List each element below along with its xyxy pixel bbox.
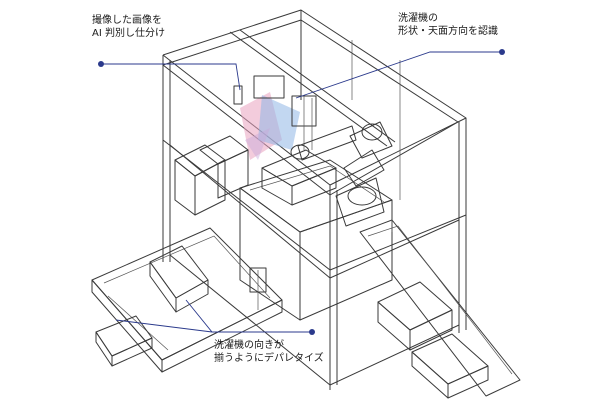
- right-conveyor: [359, 219, 521, 397]
- central-pedestal: [239, 159, 393, 321]
- callout-palletize-line1: 洗濯機の向きが: [214, 340, 284, 351]
- leader-lines: [98, 49, 505, 335]
- callout-camera-ai-sorting: 撮像した画像を AI 判別し仕分け: [92, 14, 165, 40]
- callout-camera-line1: 撮像した画像を: [92, 15, 162, 26]
- robot-arm: [290, 121, 393, 227]
- callout-shape-recognition: 洗濯機の 形状・天面方向を認識: [398, 12, 498, 38]
- camera-station: [233, 75, 317, 160]
- washing-machine-right-1: [377, 281, 453, 351]
- callout-depalletize: 洗濯機の向きが 揃うようにデパレタイズ: [214, 339, 324, 365]
- washing-machine-left: [149, 245, 209, 313]
- enclosure-frame: [162, 9, 467, 390]
- callout-recognition-line2: 形状・天面方向を認識: [398, 26, 498, 37]
- washing-machine-center: [261, 149, 337, 206]
- callout-palletize-line2: 揃うようにデパレタイズ: [214, 353, 324, 364]
- left-side-station: [174, 135, 249, 216]
- callout-recognition-line1: 洗濯機の: [398, 13, 438, 24]
- pallet-bottom-left: [95, 315, 153, 367]
- washing-machine-right-2: [411, 333, 489, 399]
- callout-camera-line2: AI 判別し仕分け: [92, 28, 165, 39]
